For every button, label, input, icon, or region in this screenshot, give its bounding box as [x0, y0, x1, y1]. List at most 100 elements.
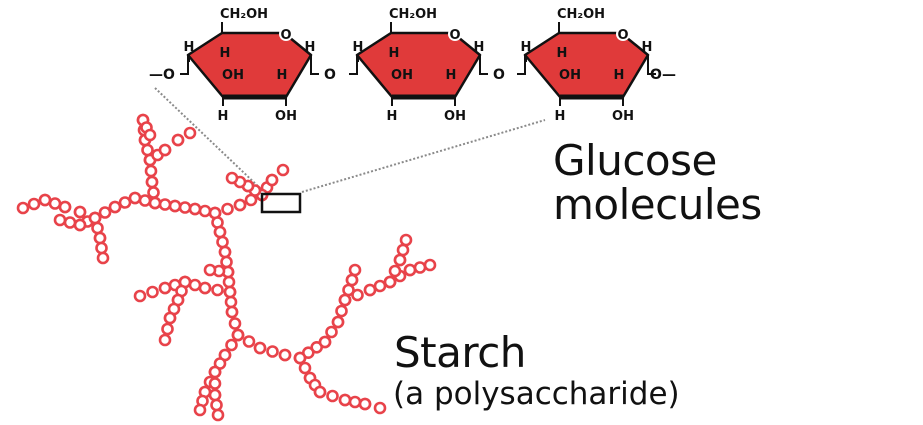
glucose-bead — [358, 397, 372, 411]
glucose-bead — [133, 289, 147, 303]
glycosidic-bond — [180, 55, 189, 75]
glucose-bead — [73, 218, 87, 232]
glucose-bead — [399, 233, 413, 247]
glucose-bead — [211, 283, 224, 297]
glucose-bead — [158, 143, 172, 157]
c3-bottom-h: H — [555, 109, 566, 124]
glucose-bead — [143, 128, 157, 142]
c3-oh: OH — [222, 68, 244, 83]
ch2oh-group: CH₂OH — [557, 7, 605, 22]
c1-h: H — [474, 40, 485, 55]
glucose-bead — [158, 281, 172, 295]
starch-title: Starch — [394, 328, 526, 377]
glucose-bead — [231, 328, 245, 342]
c4-inner-h: H — [220, 46, 231, 61]
glucose-bead — [218, 245, 232, 259]
glucose-bead — [141, 143, 154, 157]
ch2oh-group: CH₂OH — [389, 7, 437, 22]
glucose-bead — [348, 263, 362, 277]
ring-oxygen: O — [449, 28, 460, 43]
glucose-bead — [27, 197, 41, 211]
c3-bottom-h: H — [218, 109, 229, 124]
glucose-bead — [363, 283, 377, 297]
glucose-bead — [188, 278, 202, 292]
glucose-bead — [338, 293, 352, 307]
glucose-bead — [178, 201, 192, 214]
glucose-bead — [163, 311, 177, 325]
glucose-bead — [188, 202, 202, 216]
linkage-oxygen: O — [493, 67, 505, 83]
glucose-bead — [348, 395, 362, 409]
glucose-bead — [225, 305, 239, 319]
glucose-bead — [373, 401, 387, 415]
glucose-bead — [293, 351, 307, 365]
glucose-bead — [168, 199, 182, 213]
glucose-bead — [278, 348, 292, 362]
c4-inner-h: H — [389, 46, 400, 61]
c4-inner-h: H — [557, 46, 568, 61]
glucose-bead — [193, 403, 207, 417]
zoom-highlight-box — [260, 192, 302, 214]
glucose-ring — [186, 31, 313, 99]
glucose-bead — [423, 258, 437, 272]
glucose-bead — [266, 345, 279, 358]
glucose-bead — [210, 398, 223, 412]
glycosidic-bond — [647, 55, 656, 75]
glucose-bead — [413, 261, 427, 274]
ring-oxygen-bg — [279, 27, 293, 41]
ch2oh-group: CH₂OH — [220, 7, 268, 22]
ring-oxygen: O — [280, 28, 291, 43]
glycosidic-bond — [517, 55, 526, 75]
glucose-bead — [222, 275, 236, 289]
glucose-bead — [242, 335, 256, 348]
c4-h: H — [353, 40, 364, 55]
glucose-bead — [16, 201, 30, 215]
glucose-bead — [220, 255, 233, 269]
glucose-bead — [91, 221, 104, 235]
glucose-bead — [224, 295, 238, 309]
c3-oh: OH — [391, 68, 413, 83]
glucose-bead — [393, 253, 407, 267]
glycosidic-bond — [349, 55, 358, 75]
c1-h: H — [305, 40, 316, 55]
glucose-bead — [158, 198, 172, 211]
glucose-ring — [355, 31, 482, 99]
c4-h: H — [184, 40, 195, 55]
left-terminal-oxygen: —O — [149, 67, 175, 83]
c2-inner-h: H — [614, 68, 625, 83]
glucose-bead — [161, 322, 174, 336]
glucose-bead — [148, 196, 162, 210]
glycosidic-bond — [479, 55, 488, 75]
c2-bottom-oh: OH — [444, 109, 466, 124]
glucose-bead — [223, 285, 237, 299]
glucose-bead — [63, 216, 77, 229]
connector-line-right — [301, 119, 546, 193]
glucose-bead — [208, 365, 222, 379]
glucose-bead — [158, 333, 172, 347]
glucose-bead — [233, 198, 247, 212]
glucose-bead — [396, 243, 410, 257]
glucose-bead — [98, 206, 112, 219]
ring-oxygen-bg — [616, 27, 630, 41]
glucose-bead — [331, 315, 345, 329]
right-terminal-oxygen: O— — [650, 67, 676, 83]
glucose-bead — [183, 126, 197, 140]
glucose-bead — [313, 385, 327, 399]
glucose-bead — [38, 193, 52, 207]
glucose-bead — [95, 241, 108, 255]
glucose-bead — [118, 196, 132, 209]
glucose-bead — [335, 304, 348, 318]
glucose-ring — [523, 31, 650, 99]
glucose-bead — [225, 171, 239, 185]
c2-bottom-oh: OH — [275, 109, 297, 124]
glucose-bead — [351, 288, 364, 302]
glucose-bead — [318, 335, 332, 349]
c2-inner-h: H — [446, 68, 457, 83]
glucose-bead — [128, 191, 142, 205]
glucose-bead — [373, 279, 387, 293]
glucose-bead — [326, 389, 339, 403]
glucose-bead — [96, 251, 110, 265]
glucose-bead — [208, 377, 222, 390]
